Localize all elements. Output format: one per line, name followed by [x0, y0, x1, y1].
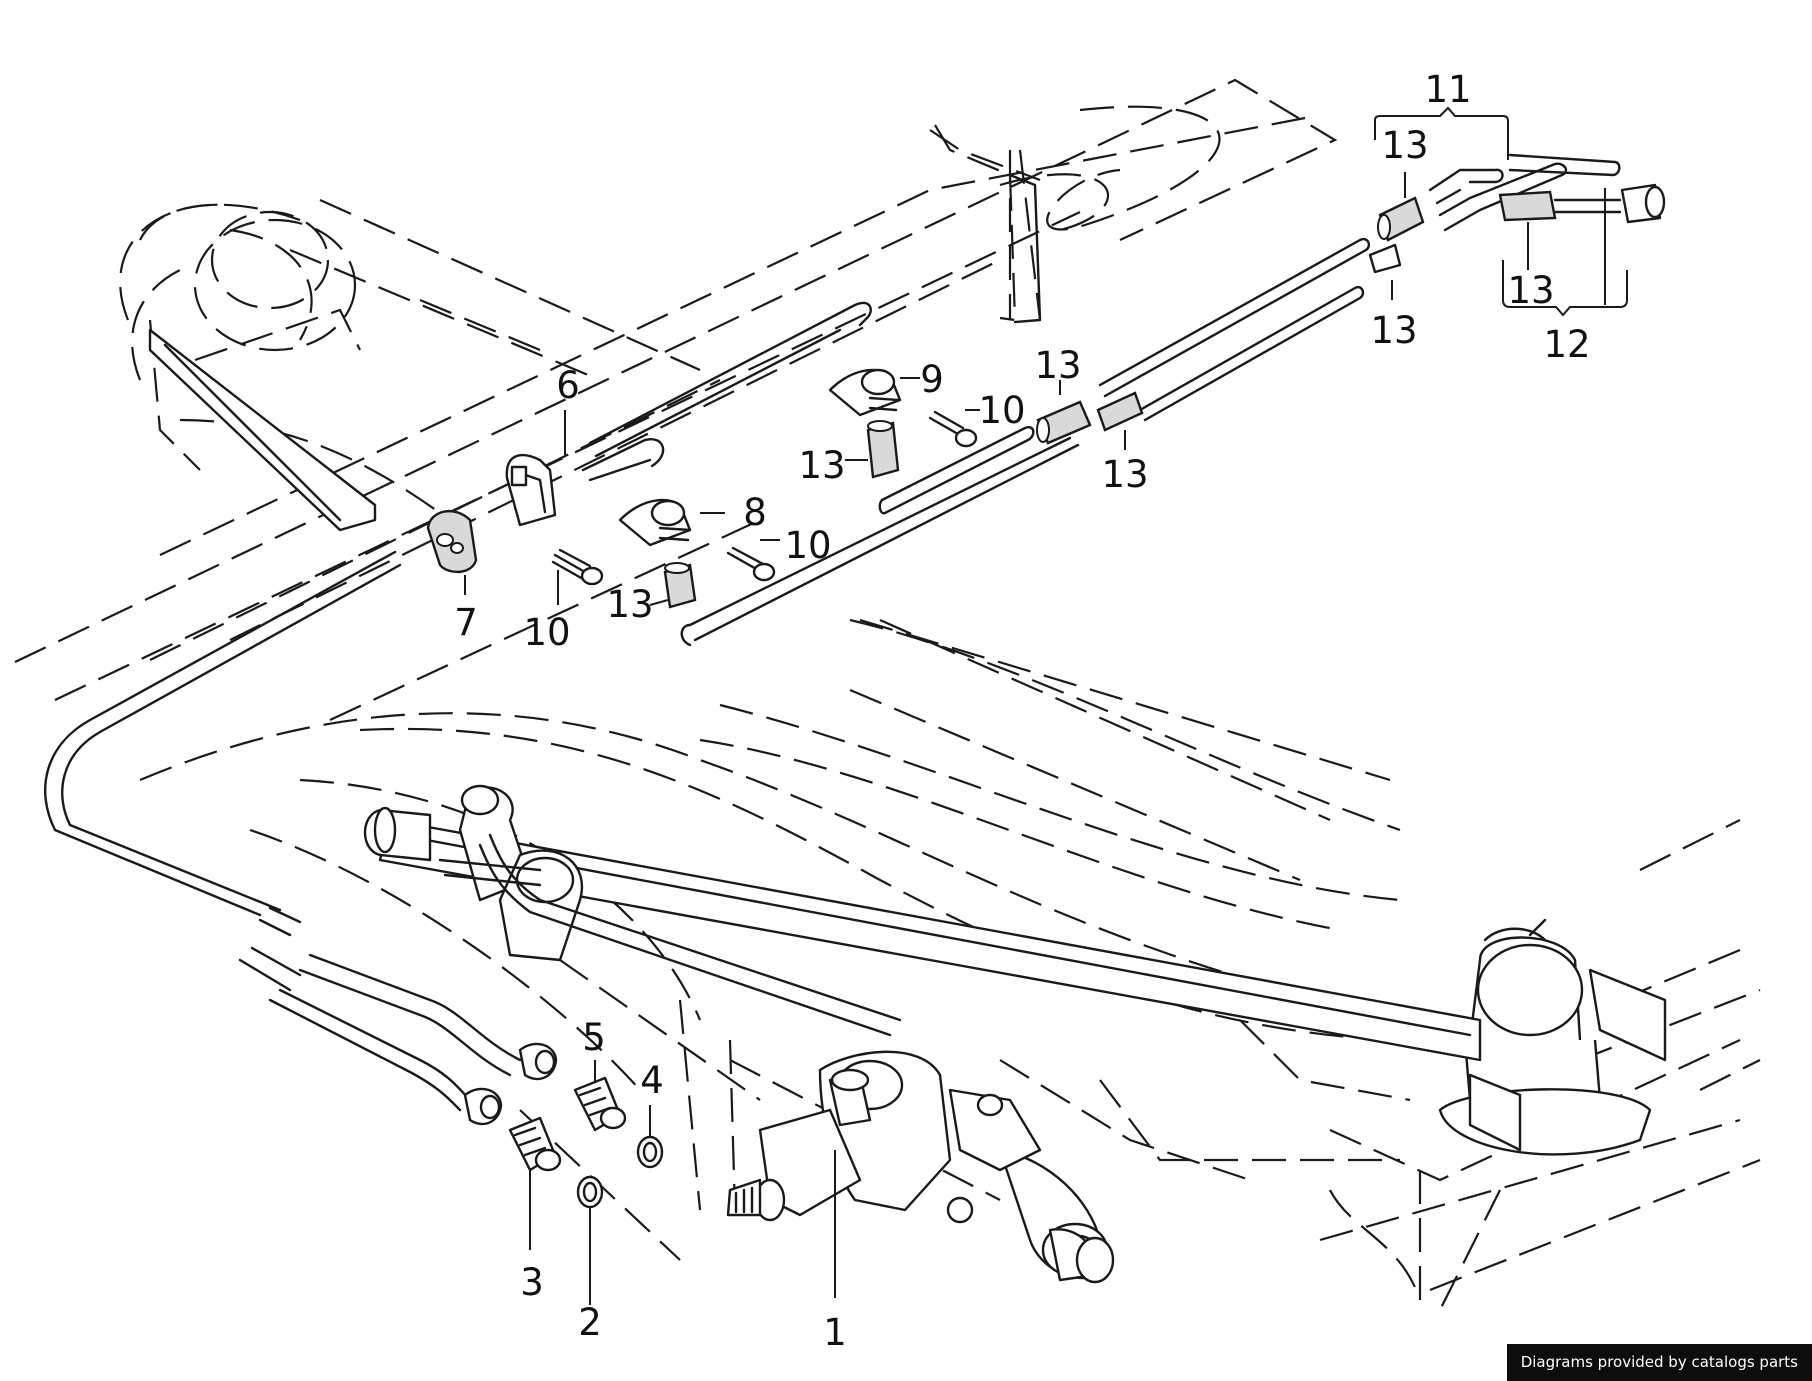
part-10-screw-a [551, 548, 604, 586]
callout-13-a: 13 [606, 583, 653, 626]
part-6-retainer [505, 454, 557, 527]
credit-banner: Diagrams provided by catalogs parts [1506, 1344, 1812, 1381]
callout-10-b: 10 [784, 524, 831, 567]
callout-4: 4 [640, 1059, 664, 1102]
strut-tower [1438, 918, 1667, 1156]
bulkhead-post [934, 124, 1042, 324]
callout-13-e: 13 [1381, 124, 1428, 167]
callout-6: 6 [556, 364, 580, 407]
callout-12: 12 [1543, 323, 1590, 366]
part-3-fitting [508, 1116, 562, 1172]
part-13-connector-e [1377, 196, 1425, 242]
callout-10-a: 10 [523, 611, 570, 654]
callout-13-g: 13 [1507, 269, 1554, 312]
support-rail [148, 328, 377, 532]
callout-3: 3 [520, 1261, 544, 1304]
washer-hoses-upper [581, 153, 1622, 647]
callout-11: 11 [1424, 68, 1471, 111]
part-13-connector-g [1498, 190, 1557, 222]
part-13-connector-f [1368, 243, 1402, 274]
callout-13-b: 13 [798, 444, 845, 487]
callout-2: 2 [578, 1301, 602, 1344]
leader-lines [464, 106, 1628, 1305]
fender-reference-dashed [148, 210, 361, 471]
part-13-connector-d [1096, 391, 1144, 432]
part-2-o-ring [576, 1175, 604, 1209]
callout-13-f: 13 [1370, 309, 1417, 352]
part-12-union [1620, 183, 1666, 224]
part-10-screw-c [928, 410, 978, 448]
part-7-grommet [426, 510, 478, 574]
callouts: 1 2 3 4 5 6 7 8 9 10 10 10 11 12 13 13 1… [454, 68, 1590, 1354]
body-outline-dashed [14, 78, 1761, 1311]
callout-1: 1 [823, 1311, 847, 1354]
callout-13-c: 13 [1034, 344, 1081, 387]
part-4-o-ring [636, 1135, 664, 1169]
part-8-nozzle [618, 498, 692, 547]
callout-13-d: 13 [1101, 453, 1148, 496]
callout-7: 7 [454, 601, 478, 644]
part-9-nozzle [828, 368, 902, 417]
part-13-connector-b [866, 420, 900, 479]
callout-5: 5 [582, 1016, 606, 1059]
callout-9: 9 [920, 358, 944, 401]
callout-10-c: 10 [978, 389, 1025, 432]
callout-8: 8 [743, 491, 767, 534]
part-5-fitting [573, 1076, 627, 1132]
part-10-screw-b [726, 546, 776, 582]
part-13-connector-c [1036, 400, 1092, 445]
steering-rack [363, 784, 1482, 1284]
hose-end-nuts [463, 1042, 558, 1126]
part-13-connector-a [663, 562, 697, 609]
